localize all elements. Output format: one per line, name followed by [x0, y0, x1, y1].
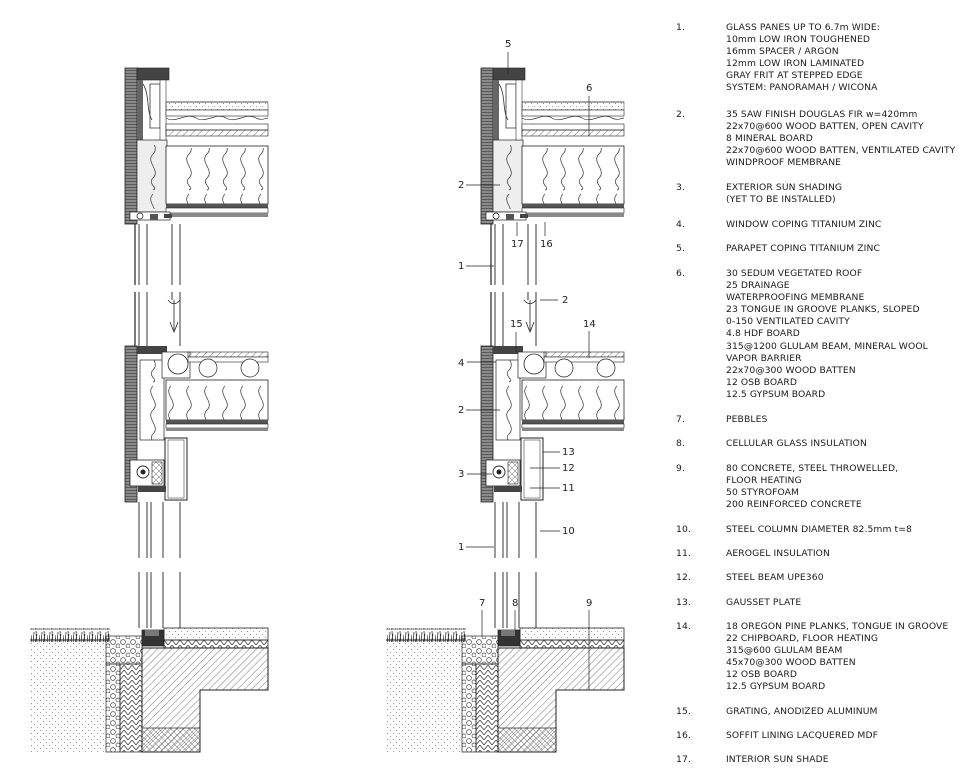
legend-line: 22x70@300 WOOD BATTEN — [726, 364, 856, 376]
legend-line: 8 MINERAL BOARD — [726, 133, 813, 145]
legend-line: 80 CONCRETE, STEEL THROWELLED, — [726, 463, 899, 474]
legend-number: 15. — [676, 706, 691, 717]
legend-line: 22 CHIPBOARD, FLOOR HEATING — [726, 633, 879, 645]
callout-6: 6 — [586, 83, 592, 94]
legend-line: GRAY FRIT AT STEPPED EDGE — [726, 70, 863, 82]
legend-number: 3. — [676, 182, 685, 193]
legend-line: INTERIOR SUN SHADE — [726, 754, 829, 765]
legend-number: 4. — [676, 219, 685, 230]
callout-16: 16 — [540, 239, 553, 250]
legend-number: 10. — [676, 524, 691, 535]
callout-10: 10 — [562, 526, 575, 537]
legend-number: 11. — [676, 548, 691, 559]
legend-line: 315@1200 GLULAM BEAM, MINERAL WOOL — [726, 340, 928, 352]
callout-15: 15 — [510, 319, 523, 330]
legend-line: 35 SAW FINISH DOUGLAS FIR w=420mm — [726, 109, 918, 120]
legend-line: 200 REINFORCED CONCRETE — [726, 499, 862, 511]
legend-line: 10mm LOW IRON TOUGHENED — [726, 34, 871, 46]
legend-line: 12 OSB BOARD — [726, 376, 798, 388]
legend-number: 8. — [676, 438, 685, 449]
legend-line: 0-150 VENTILATED CAVITY — [726, 316, 850, 328]
legend-line: PARAPET COPING TITANIUM ZINC — [726, 243, 880, 254]
legend-line: 315@600 GLULAM BEAM — [726, 645, 843, 657]
legend-line: AEROGEL INSULATION — [726, 548, 830, 559]
callout-17: 17 — [511, 239, 524, 250]
legend-number: 2. — [676, 109, 685, 120]
legend-line: WINDOW COPING TITANIUM ZINC — [726, 219, 882, 230]
legend-line: GLASS PANES UP TO 6.7m WIDE: — [726, 22, 880, 33]
legend-number: 17. — [676, 754, 691, 765]
legend-line: GAUSSET PLATE — [726, 597, 802, 608]
callout-2: 2 — [458, 180, 464, 191]
legend-line: 12.5 GYPSUM BOARD — [726, 388, 826, 400]
legend-line: FLOOR HEATING — [726, 475, 802, 487]
callout-leaders — [466, 52, 590, 690]
legend-line: WINDPROOF MEMBRANE — [726, 157, 842, 169]
legend-line: 12mm LOW IRON LAMINATED — [726, 58, 865, 70]
callout-9: 9 — [586, 598, 592, 609]
legend-line: 18 OREGON PINE PLANKS, TONGUE IN GROOVE — [726, 621, 949, 632]
callout-2c: 2 — [458, 405, 464, 416]
legend-line: STEEL BEAM UPE360 — [726, 572, 824, 583]
legend-number: 1. — [676, 22, 685, 33]
legend-line: CELLULAR GLASS INSULATION — [726, 438, 867, 449]
legend-number: 9. — [676, 463, 685, 474]
legend-number: 14. — [676, 621, 691, 632]
callout-8: 8 — [512, 598, 518, 609]
legend-number: 12. — [676, 572, 691, 583]
legend-line: 23 TONGUE IN GROOVE PLANKS, SLOPED — [726, 304, 920, 316]
callout-1b: 1 — [458, 542, 464, 553]
legend-line: 45x70@300 WOOD BATTEN — [726, 657, 856, 669]
legend-line: STEEL COLUMN DIAMETER 82.5mm t=8 — [726, 524, 912, 535]
callout-4: 4 — [458, 358, 464, 369]
legend-line: 4.8 HDF BOARD — [726, 328, 800, 340]
callout-11: 11 — [562, 483, 575, 494]
legend-line: 12.5 GYPSUM BOARD — [726, 681, 826, 693]
legend-line: 22x70@600 WOOD BATTEN, VENTILATED CAVITY — [726, 145, 956, 157]
legend-number: 13. — [676, 597, 691, 608]
callout-14: 14 — [583, 319, 596, 330]
legend-line: WATERPROOFING MEMBRANE — [726, 292, 865, 304]
callout-5: 5 — [505, 39, 511, 50]
legend-line: 50 STYROFOAM — [726, 487, 800, 499]
legend-line: VAPOR BARRIER — [726, 352, 802, 364]
callout-3: 3 — [458, 469, 464, 480]
legend-line: (YET TO BE INSTALLED) — [726, 194, 836, 206]
legend-line: SOFFIT LINING LACQUERED MDF — [726, 730, 878, 741]
callout-2b: 2 — [562, 295, 568, 306]
legend-number: 6. — [676, 268, 685, 279]
legend-line: 22x70@600 WOOD BATTEN, OPEN CAVITY — [726, 121, 924, 133]
callout-1: 1 — [458, 261, 464, 272]
callout-13: 13 — [562, 447, 575, 458]
section-left — [29, 67, 269, 753]
callout-12: 12 — [562, 463, 575, 474]
section-right — [385, 67, 625, 753]
legend-line: 16mm SPACER / ARGON — [726, 46, 839, 58]
legend-number: 16. — [676, 730, 691, 741]
legend-line: SYSTEM: PANORAMAH / WICONA — [726, 82, 878, 94]
legend-line: 12 OSB BOARD — [726, 669, 798, 681]
callout-numbers: 5 6 2 1 17 16 2 15 14 4 2 13 12 3 11 10 … — [458, 39, 596, 609]
section-drawings: 5 6 2 1 17 16 2 15 14 4 2 13 12 3 11 10 … — [29, 39, 625, 753]
legend-number: 5. — [676, 243, 685, 254]
legend-number: 7. — [676, 414, 685, 425]
legend-line: GRATING, ANODIZED ALUMINUM — [726, 706, 878, 717]
legend-line: EXTERIOR SUN SHADING — [726, 182, 843, 193]
legend-line: 30 SEDUM VEGETATED ROOF — [726, 268, 863, 279]
legend-line: PEBBLES — [726, 414, 768, 425]
legend-line: 25 DRAINAGE — [726, 280, 790, 292]
callout-7: 7 — [479, 598, 485, 609]
